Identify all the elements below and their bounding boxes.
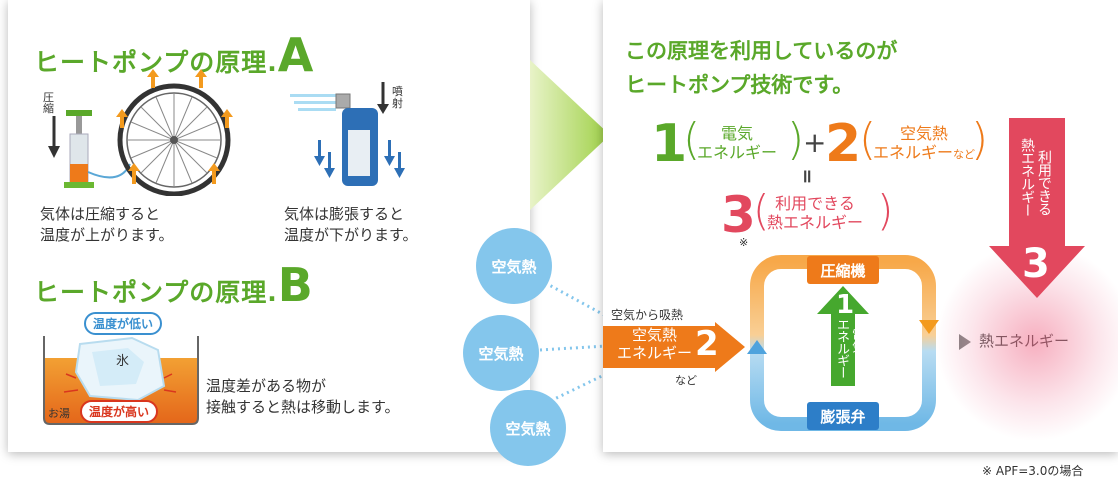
pump-wheel-illustration [48, 69, 233, 196]
principle-b-title-text: ヒートポンプの原理. [34, 278, 278, 307]
eq-paren-close-2: ) [971, 114, 989, 165]
output-heat-energy: 熱エネルギー [979, 332, 1070, 350]
footnote: ※ APF=3.0の場合 [982, 464, 1084, 478]
input-energy-num: 2 [695, 324, 719, 364]
air-heat-input-arrow [603, 322, 745, 372]
expansion-valve-box: 膨張弁 [807, 402, 879, 430]
heat-pump-technology-panel: この原理を利用しているのが ヒートポンプ技術です。 1 ( 電気 エネルギー )… [603, 0, 1118, 452]
input-etc-label: など [675, 374, 697, 387]
compression-caption-line2: 温度が上がります。 [40, 226, 174, 244]
principle-a-letter: A [277, 28, 315, 82]
down-arrow-text-2: 熱エネルギー [1019, 138, 1035, 216]
equation-term-3: 利用できる 熱エネルギー [767, 194, 863, 232]
ice-label: 氷 [116, 354, 130, 369]
equation-term-1: 電気 エネルギー [697, 124, 777, 162]
eq-paren-open-3: ( [753, 186, 770, 235]
down-arrow-num: 3 [1022, 241, 1050, 287]
expansion-caption-line1: 気体は膨張すると [284, 205, 405, 223]
equation-num-1: 1 [651, 114, 688, 174]
equation-term-1-line1: 電気 [721, 124, 754, 143]
equation-term-2-line2: エネルギー [873, 143, 954, 162]
headline-line2: ヒートポンプ技術です。 [625, 73, 854, 97]
principle-panel: ヒートポンプの原理.A [8, 0, 530, 452]
electric-arrow-text-2: エネルギー [834, 318, 849, 378]
ice-hot-water-illustration [43, 336, 199, 425]
equation-note-mark: ※ [739, 236, 749, 249]
heat-transfer-caption-line1: 温度差がある物が [206, 377, 327, 395]
equation-plus: + [803, 126, 827, 159]
equation-num-2: 2 [825, 114, 862, 174]
equation-term-3-line1: 利用できる [775, 194, 855, 213]
eq-paren-open-2: ( [859, 114, 877, 165]
principle-a-title-text: ヒートポンプの原理. [34, 48, 278, 77]
down-arrow-text-1: 利用できる [1036, 150, 1052, 215]
equation-equals: ॥ [801, 166, 812, 187]
equation-term-1-line2: エネルギー [697, 143, 778, 162]
high-temp-badge: 温度が高い [80, 400, 159, 423]
absorb-label: 空気から吸熱 [611, 308, 684, 322]
equation-term-2-line1: 空気熱 [900, 124, 949, 143]
headline-line1: この原理を利用しているのが [625, 39, 898, 63]
eq-paren-close-1: ) [787, 114, 805, 165]
principle-b-letter: B [277, 258, 314, 312]
spray-can-illustration [290, 82, 405, 186]
principle-a-title: ヒートポンプの原理.A [34, 28, 314, 82]
principle-b-title: ヒートポンプの原理.B [34, 258, 314, 312]
equation-term-2: 空気熱 エネルギーなど [873, 124, 975, 164]
compress-label: 圧縮 [43, 91, 54, 115]
electric-arrow-num: 1 [836, 290, 855, 320]
electric-energy-arrow [817, 286, 869, 386]
eq-paren-close-3: ) [877, 186, 894, 235]
electric-arrow-text-1: 電気 [849, 328, 864, 352]
headline: この原理を利用しているのが ヒートポンプ技術です。 [625, 34, 897, 102]
inject-label: 噴射 [392, 85, 403, 110]
air-heat-bubble-2: 空気熱 [463, 315, 539, 391]
expansion-caption-line2: 温度が下がります。 [284, 226, 418, 244]
compression-caption: 気体は圧縮すると 温度が上がります。 [40, 204, 174, 246]
compressor-box: 圧縮機 [807, 256, 879, 284]
output-arrow-icon [959, 334, 971, 350]
equation-term-2-suffix: など [953, 148, 976, 161]
eq-paren-open-1: ( [683, 114, 701, 165]
input-energy-line1: 空気熱 [632, 326, 678, 344]
air-heat-bubble-3: 空気熱 [490, 390, 566, 466]
compression-caption-line1: 気体は圧縮すると [40, 205, 161, 223]
low-temp-badge: 温度が低い [84, 312, 163, 335]
green-chevron-arrow [530, 60, 610, 210]
usable-heat-down-arrow [989, 118, 1085, 298]
hot-water-label: お湯 [48, 407, 70, 420]
heat-transfer-caption: 温度差がある物が 接触すると熱は移動します。 [206, 376, 400, 418]
input-energy-line2: エネルギー [617, 344, 693, 362]
expansion-caption: 気体は膨張すると 温度が下がります。 [284, 204, 418, 246]
input-energy-text: 空気熱 エネルギー [617, 326, 692, 362]
equation-num-3: 3 [721, 186, 756, 244]
air-heat-bubble-1: 空気熱 [476, 228, 552, 304]
heat-transfer-caption-line2: 接触すると熱は移動します。 [206, 398, 400, 416]
equation-term-3-line2: 熱エネルギー [767, 213, 864, 232]
